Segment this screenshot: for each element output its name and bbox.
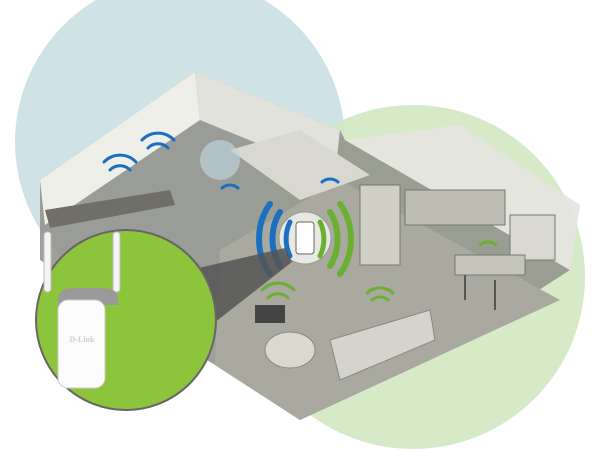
left-antenna	[43, 231, 52, 293]
wifi-signals	[102, 131, 498, 302]
device-inset: D-Link	[35, 229, 217, 411]
extender-device	[57, 299, 106, 389]
extender-in-room	[295, 221, 315, 255]
right-antenna	[112, 231, 121, 293]
device-logo: D-Link	[70, 335, 95, 344]
green-wifi-icon	[260, 201, 498, 302]
